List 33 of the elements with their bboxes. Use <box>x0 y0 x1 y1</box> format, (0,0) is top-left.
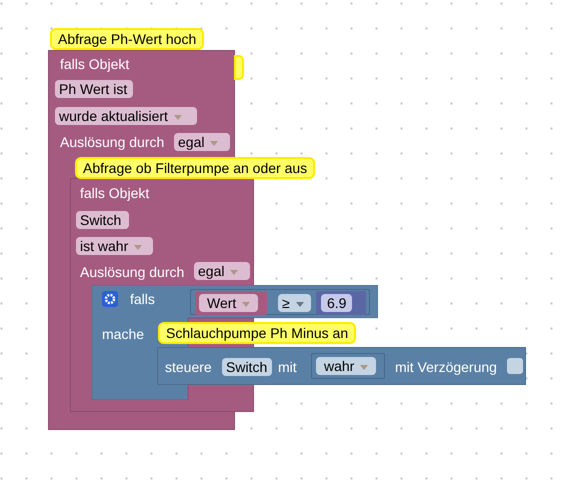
value-block <box>195 291 267 315</box>
block-label: Auslösung durch <box>80 264 184 281</box>
comparison-block <box>190 289 370 315</box>
text-field: Switch <box>222 358 272 376</box>
dropdown-field <box>55 107 197 125</box>
block-label: steuere <box>165 359 212 376</box>
text-field: Switch <box>76 211 129 229</box>
dropdown-field <box>278 294 311 312</box>
option-text: ist wahr <box>80 238 128 254</box>
block-label: mache <box>102 326 144 343</box>
option-text: wurde aktualisiert <box>59 108 168 124</box>
block-label: falls Objekt <box>80 185 150 202</box>
number-field: 6.9 <box>321 294 352 312</box>
option-text: egal <box>198 263 224 279</box>
comment-note: Schlauchpumpe Ph Minus an <box>158 322 356 344</box>
option-text: ≥ <box>282 295 290 311</box>
block-label: mit <box>278 359 297 376</box>
comment-note: Abfrage Ph-Wert hoch <box>50 28 204 50</box>
block-label: falls <box>130 291 155 308</box>
dropdown-field <box>76 237 153 255</box>
block-label: falls Objekt <box>60 56 130 73</box>
block-label: mit Verzögerung <box>395 359 497 376</box>
option-text: Wert <box>207 295 236 311</box>
comment-note: Abfrage ob Filterpumpe an oder aus <box>75 157 316 179</box>
number-block <box>316 291 366 315</box>
value-block <box>311 353 385 379</box>
block-label: Auslösung durch <box>60 134 164 151</box>
dropdown-field <box>174 133 230 151</box>
text-field: Ph Wert ist <box>55 80 133 98</box>
option-text: egal <box>178 134 204 150</box>
dropdown-field <box>194 262 250 280</box>
option-text: wahr <box>324 358 354 374</box>
statement-block <box>157 322 526 385</box>
